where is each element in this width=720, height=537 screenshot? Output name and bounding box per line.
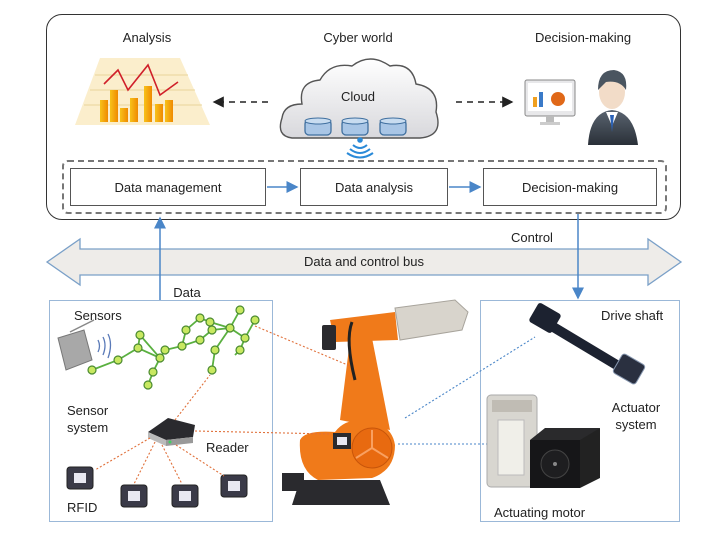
sensor-system-label-line2: system [67,420,109,435]
database-icon [304,117,407,136]
drive-shaft-label: Drive shaft [601,308,664,323]
decision-making-box: Decision-making [483,168,657,206]
data-analysis-box: Data analysis [300,168,448,206]
control-label: Control [511,230,553,245]
reader-label: Reader [206,440,249,455]
actuating-motor-icon [486,394,600,488]
analysis-label: Analysis [122,30,172,45]
drive-shaft-icon [529,303,646,385]
wifi-signal-icon [346,137,374,159]
data-label: Data [173,285,201,300]
sensor-node-icons [87,305,260,390]
bar-chart-icon [75,58,210,125]
actuator-system-label-line2: system [615,417,657,432]
rfid-reader-icon [148,418,195,446]
robot-actuator-links [398,336,536,445]
monitor-icon [524,79,576,125]
cloud-label: Cloud [341,89,375,104]
data-management-box: Data management [70,168,266,206]
actuating-motor-label: Actuating motor [494,505,586,520]
sensors-label: Sensors [74,308,122,323]
decision-making-step-label: Decision-making [521,179,619,195]
decision-making-label: Decision-making [534,30,632,45]
rfid-label: RFID [67,500,98,515]
rfid-tag-icons [66,466,248,508]
process-flow-group [62,160,667,214]
actuator-system-label-line1: Actuator [611,400,661,415]
data-analysis-label: Data analysis [334,179,414,195]
robot-sensor-links [194,325,351,435]
wireless-sensor-device-icon [57,319,112,371]
businessman-icon [588,70,638,145]
reader-links [94,374,225,485]
industrial-robot-icon [282,299,469,505]
bus-label: Data and control bus [304,254,424,269]
data-management-label: Data management [114,179,222,195]
cyber-world-title: Cyber world [323,30,393,45]
sensor-system-label-line1: Sensor [67,403,109,418]
data-control-bus-arrow [45,237,683,287]
